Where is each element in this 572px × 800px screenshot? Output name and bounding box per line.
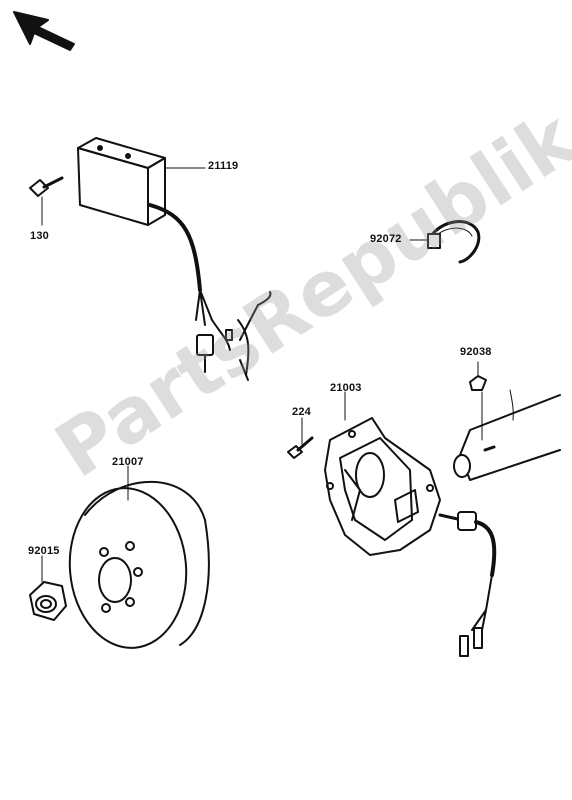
nut-92015 bbox=[29, 555, 67, 621]
label-21007: 21007 bbox=[112, 456, 144, 468]
label-92072: 92072 bbox=[370, 233, 402, 245]
stator-plate bbox=[324, 391, 497, 657]
flywheel bbox=[68, 465, 210, 649]
clamp-92072 bbox=[409, 220, 481, 264]
screw-224 bbox=[287, 417, 314, 459]
label-224: 224 bbox=[292, 406, 311, 418]
label-21003: 21003 bbox=[330, 382, 362, 394]
label-21119: 21119 bbox=[208, 160, 239, 172]
bolt-130 bbox=[29, 176, 64, 226]
arrow-up-left-icon bbox=[13, 11, 75, 51]
label-130: 130 bbox=[30, 230, 49, 242]
label-92038: 92038 bbox=[460, 346, 492, 358]
cdi-unit bbox=[77, 137, 272, 381]
label-92015: 92015 bbox=[28, 545, 60, 557]
crankshaft-end bbox=[453, 389, 561, 481]
clip-92038 bbox=[469, 361, 487, 391]
